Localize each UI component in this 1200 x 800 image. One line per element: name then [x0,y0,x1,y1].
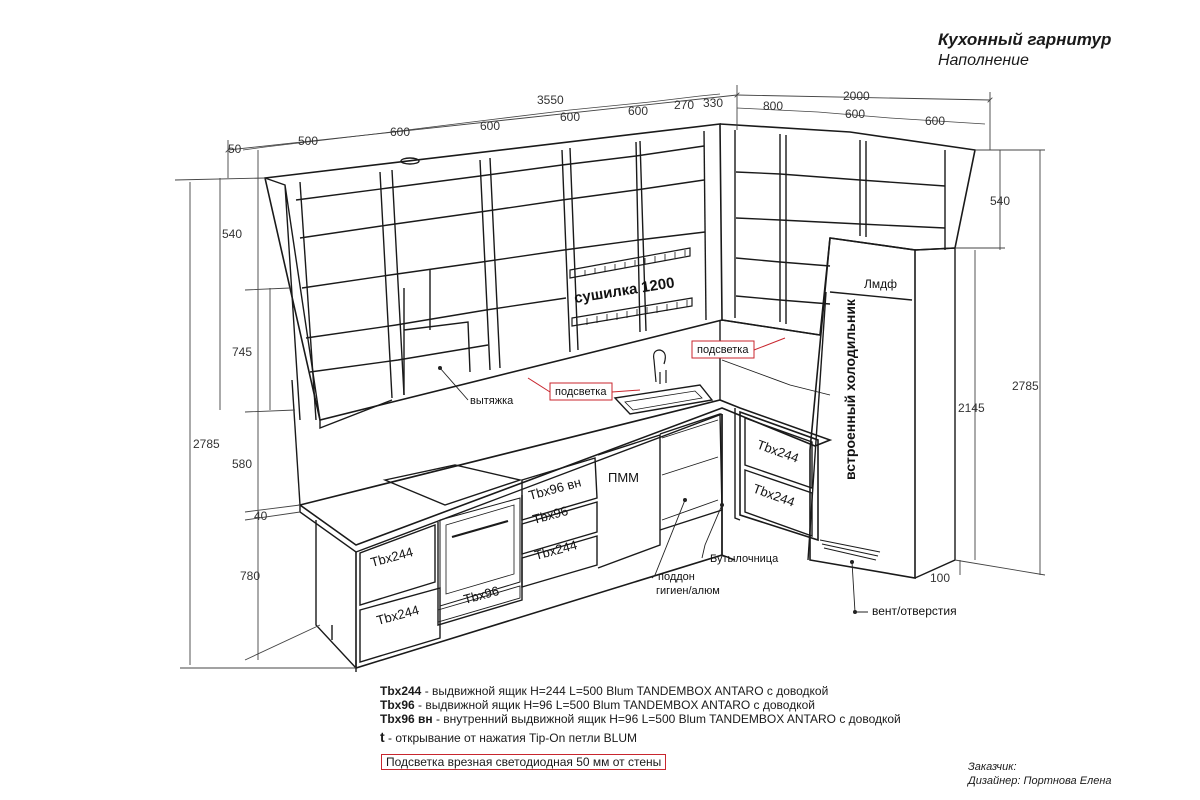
legend-row: Tbx96 - выдвижной ящик H=96 L=500 Blum T… [380,698,815,712]
dim-top-10: 600 [925,114,945,128]
dim-top-9: 600 [845,107,865,121]
cabinet-outlines [264,123,976,672]
fridge-label: встроенный холодильник [842,298,858,480]
dim-top-1: 500 [298,134,318,148]
dim-right-100: 100 [930,571,950,585]
dryer-label: сушилка 1200 [573,274,676,307]
footer-credits: Заказчик: Дизайнер: Портнова Елена [968,760,1112,788]
dim-top-2: 600 [390,125,410,139]
drawer-code-1: Tbx244 [369,544,415,570]
legend-row: Tbx96 вн - внутренний выдвижной ящик H=9… [380,712,901,726]
lighting-right-label: подсветка [697,344,749,356]
dim-left-2785: 2785 [193,437,220,451]
vent-label: вент/отверстия [872,604,957,618]
dim-top-8: 800 [763,99,783,113]
lighting-left-label: подсветка [555,386,607,398]
dim-left-780: 780 [240,569,260,583]
dishwasher-label: ПММ [608,470,639,485]
dim-top-6: 270 [674,98,694,112]
dim-left-540: 540 [222,227,242,241]
designer-label: Дизайнер: Портнова Елена [968,775,1112,787]
hood-label: вытяжка [470,395,514,407]
dim-top-0: 50 [228,142,242,156]
drawer-code-7: Tbx244 [755,437,801,466]
tray-label-2: гигиен/алюм [656,585,720,597]
page-title: Кухонный гарнитур [938,30,1112,49]
drawer-code-4: Tbx96 [531,503,570,527]
drawer-code-2: Tbx244 [375,602,421,628]
dim-top-4: 600 [560,110,580,124]
dimension-lines [174,85,1046,669]
dim-right-540: 540 [990,194,1010,208]
page-subtitle: Наполнение [938,52,1029,69]
dim-total-left: 3550 [537,93,564,107]
lighting-callout-left: подсветка [527,377,641,401]
legend: Tbx244 - выдвижной ящик H=244 L=500 Blum… [380,684,901,745]
dim-right-2145: 2145 [958,401,985,415]
drawer-code-5: Tbx244 [533,537,579,563]
customer-label: Заказчик: [968,761,1017,773]
legend-row: Tbx244 - выдвижной ящик H=244 L=500 Blum… [380,684,829,698]
legend-row: t - открывание от нажатия Tip-On петли B… [380,729,637,745]
bottle-holder-label: Бутылочница [710,553,779,565]
dim-total-right: 2000 [843,89,870,103]
dim-top-7: 330 [703,96,723,110]
dim-top-3: 600 [480,119,500,133]
lighting-note: Подсветка врезная светодиодная 50 мм от … [381,754,667,770]
lighting-callout-right: подсветка [691,337,786,359]
dim-left-40: 40 [254,509,268,523]
drawer-code-6: Tbx96 [462,583,501,607]
lmdf-label: Лмдф [864,277,897,291]
dim-left-745: 745 [232,345,252,359]
dim-right-2785: 2785 [1012,379,1039,393]
dim-top-5: 600 [628,104,648,118]
dim-left-580: 580 [232,457,252,471]
tray-label-1: поддон [658,571,695,583]
